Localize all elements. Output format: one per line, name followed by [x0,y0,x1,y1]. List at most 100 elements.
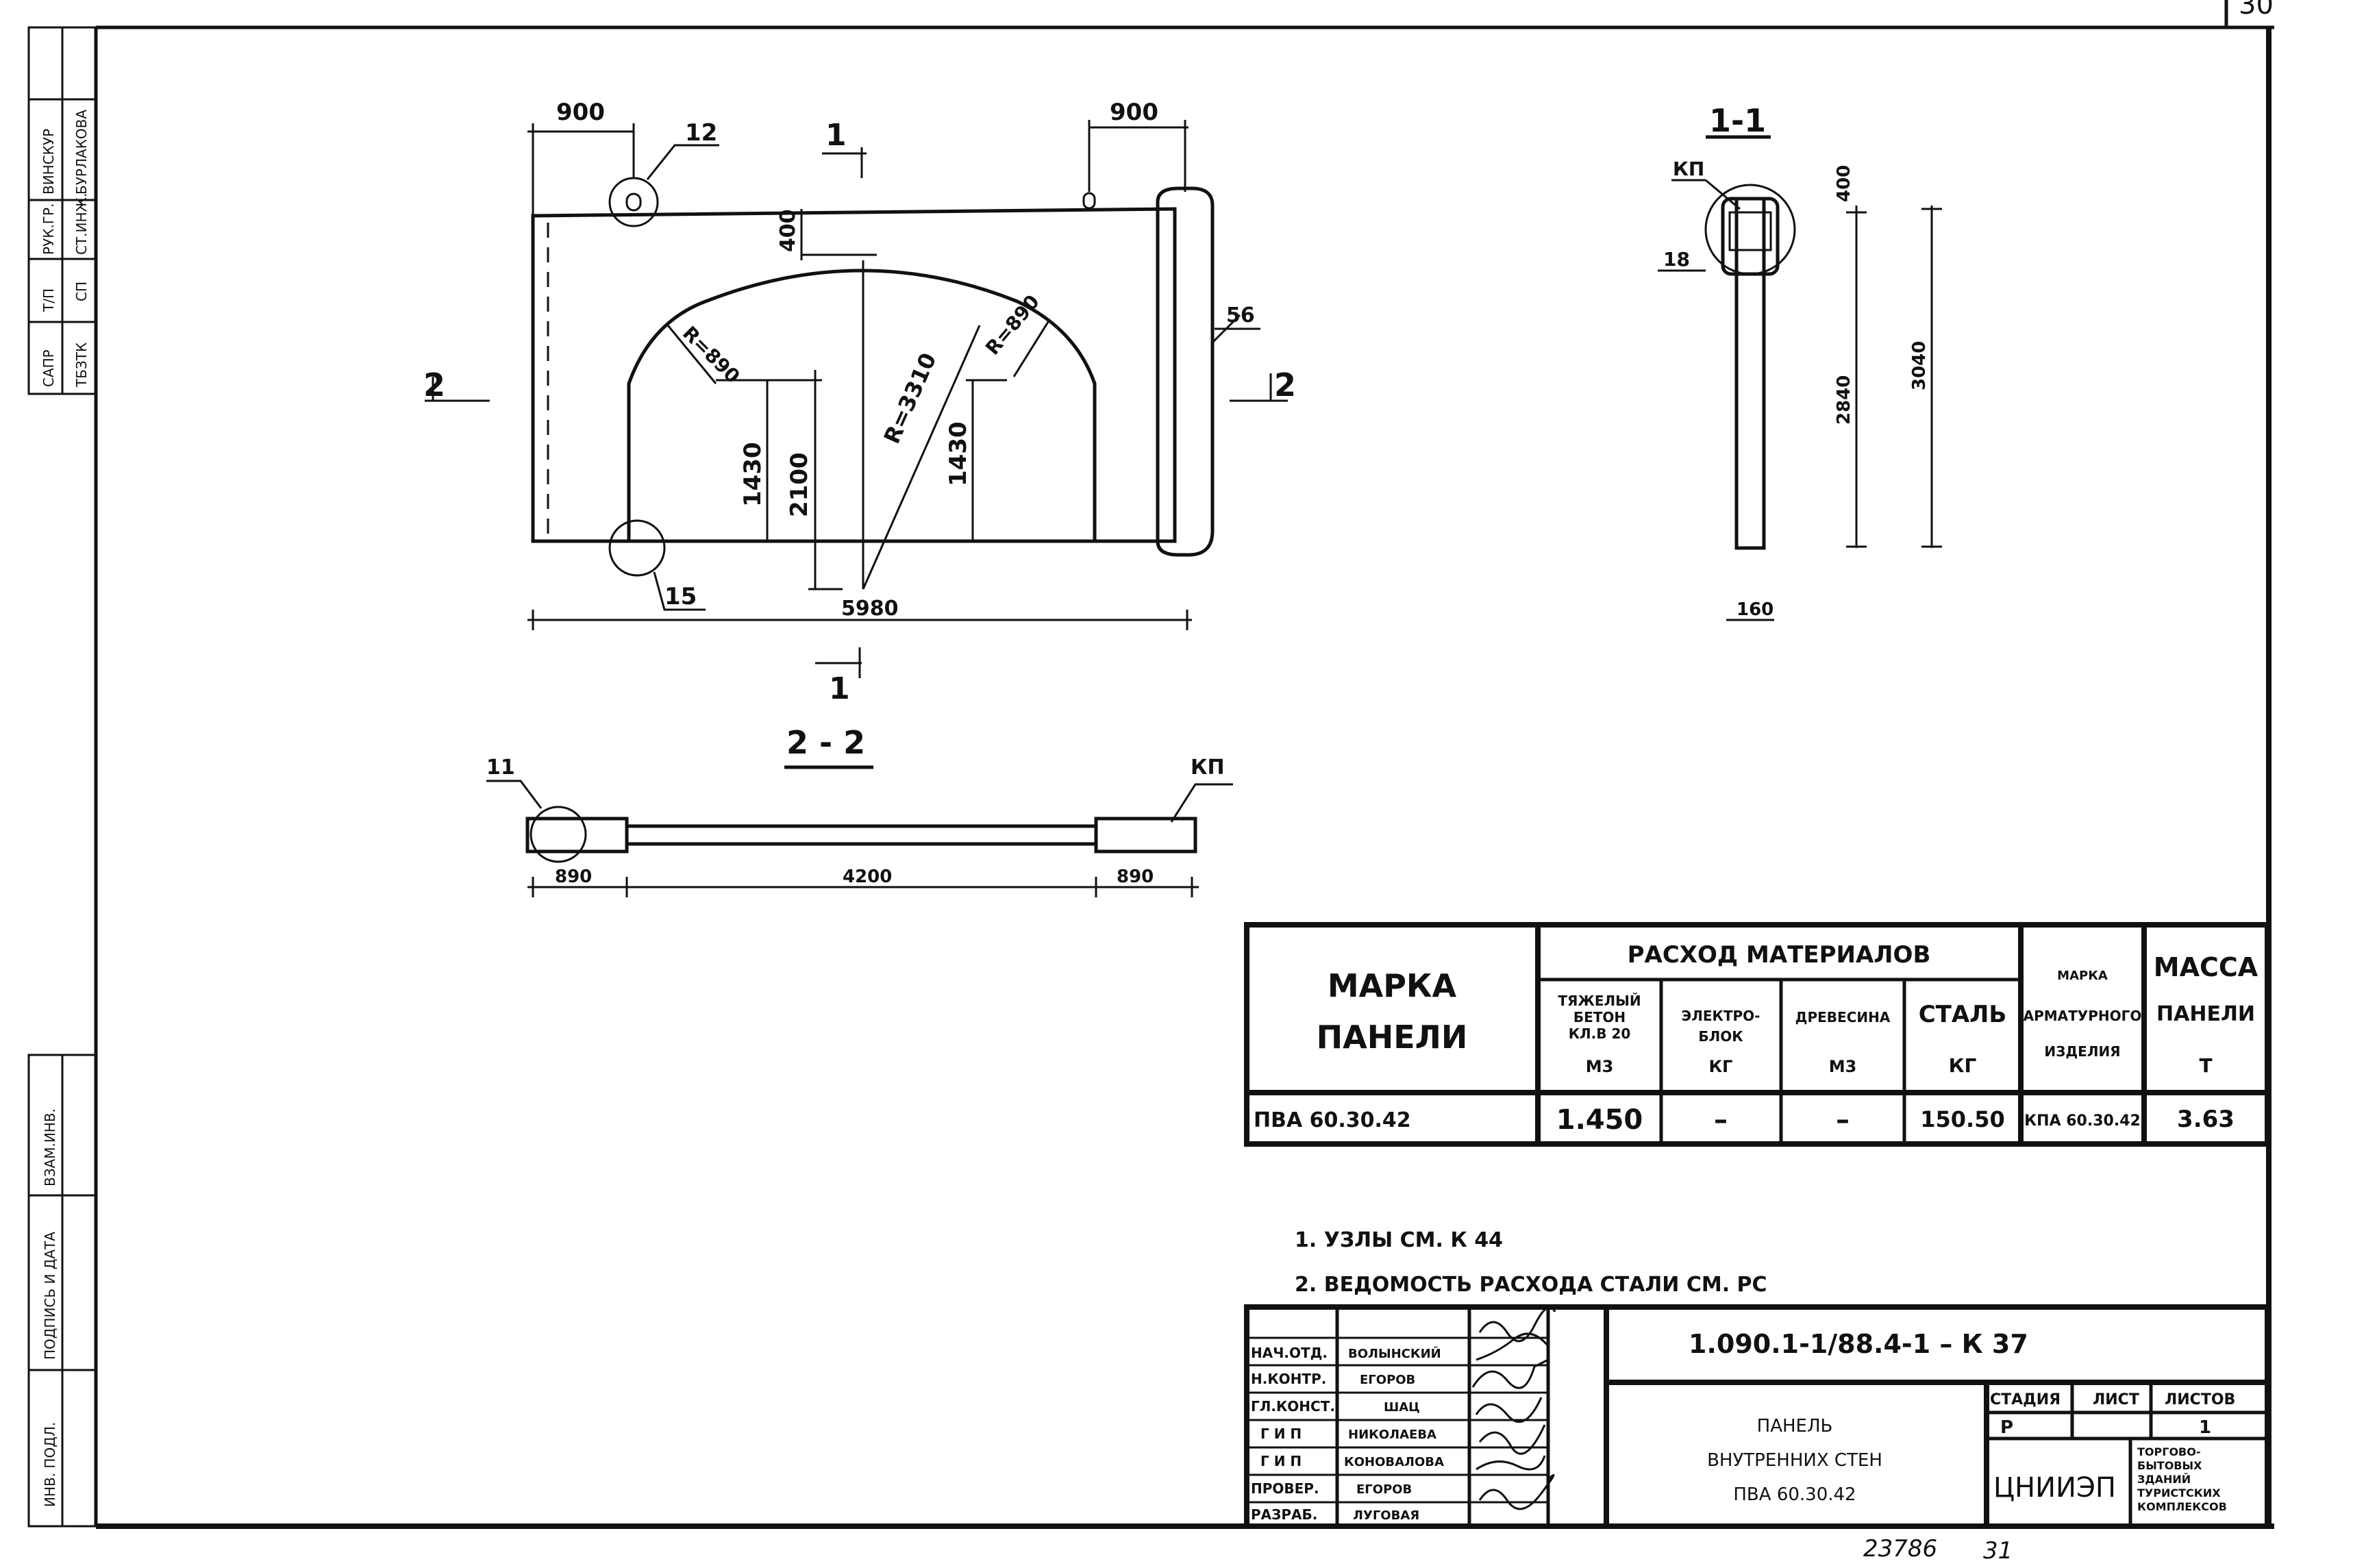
spec-rebar-l3: ИЗДЕЛИЯ [2044,1043,2120,1060]
spec-wood-l1: ДРЕВЕСИНА [1795,1009,1891,1025]
callout-12: 12 [685,119,717,147]
spec-table: МАРКА ПАНЕЛИ РАСХОД МАТЕРИАЛОВ ТЯЖЕЛЫЙ Б… [1244,922,2270,1147]
tb-project-4: КОМПЛЕКСОВ [2137,1500,2227,1513]
spec-group-title: РАСХОД МАТЕРИАЛОВ [1628,941,1931,969]
dim-top-left: 900 [556,99,605,126]
tb-role-1: Н.КОНТР. [1251,1371,1326,1387]
spec-row-steel: 150.50 [1920,1106,2004,1132]
section-1-1-dim-top: 400 [1834,165,1854,202]
dim-top-right: 900 [1110,99,1158,126]
panel-outline [531,207,1177,543]
dim-h-left: 1430 [739,442,767,507]
spec-rebar-l2: АРМАТУРНОГО [2024,1008,2142,1024]
spec-concrete-unit: М3 [1586,1057,1614,1076]
section-mark-left: 2 [423,366,445,403]
tb-project-2: ЗДАНИЙ [2137,1473,2191,1486]
handwritten-page: 31 [1983,1537,2013,1565]
tb-code: 1.090.1-1/88.4-1 – К 37 [1689,1329,2028,1359]
stamp-tbztk: ТБЗТК [73,343,90,388]
section-1-1: 1-1 КП 18 400 2840 3040 160 [1658,102,1942,621]
stamp-vzam-inv: ВЗАМ.ИНВ. [42,1108,58,1186]
tb-role-5: ПРОВЕР. [1251,1480,1319,1497]
section-2-2-dim-mid: 4200 [843,867,892,887]
loop-node-12 [608,177,659,227]
section-2-2-dim-right: 890 [1117,867,1154,887]
tb-role-3: Г И П [1260,1426,1302,1442]
panel-elevation: 900 900 12 400 1 R=890 R=890 R=3310 1430… [423,99,1296,706]
notes: 1. УЗЛЫ СМ. К 44 2. ВЕДОМОСТЬ РАСХОДА СТ… [1295,1228,1767,1297]
section-mark-top: 1 [825,118,847,153]
tb-project-3: ТУРИСТСКИХ [2137,1486,2221,1499]
dim-h-mid: 2100 [786,452,813,517]
section-2-2-title: 2 - 2 [786,724,865,761]
note-2: 2. ВЕДОМОСТЬ РАСХОДА СТАЛИ СМ. РС [1295,1273,1767,1297]
tb-sheets-label: ЛИСТОВ [2165,1391,2235,1408]
stamp-burlakova: БУРЛАКОВА [73,110,90,195]
spec-row-concrete: 1.450 [1556,1104,1643,1136]
title-block: НАЧ.ОТД. Н.КОНТР. ГЛ.КОНСТ. Г И П Г И П … [1244,1304,2270,1529]
spec-row-rebar: КПА 60.30.42 [2024,1112,2141,1130]
section-1-1-node: 18 [1663,248,1690,271]
spec-row-wood: – [1836,1104,1850,1136]
callout-15: 15 [664,583,697,610]
tb-name-2: ШАЦ [1384,1400,1420,1415]
stamp-vinskur: ВИНСКУР [40,129,57,195]
handwritten-inventory: 23786 [1863,1535,1937,1563]
tb-title-2: ПВА 60.30.42 [1733,1484,1856,1505]
stamp-rukgr: РУК.ГР. [40,203,57,255]
section-1-1-dim-total: 3040 [1909,341,1930,390]
tb-stage: Р [2000,1417,2013,1438]
section-2-2-kp: КП [1191,756,1225,780]
dim-h-right: 1430 [945,421,972,486]
tb-name-3: НИКОЛАЕВА [1348,1428,1436,1442]
spec-electroblock-l2: БЛОК [1698,1028,1743,1045]
dim-width: 5980 [841,597,899,621]
spec-col-mark-l2: ПАНЕЛИ [1317,1019,1468,1056]
right-edge-detail [1156,186,1215,557]
tb-role-2: ГЛ.КОНСТ. [1251,1398,1335,1415]
tb-name-6: ЛУГОВАЯ [1353,1508,1419,1523]
section-1-1-dim-mid: 2840 [1834,375,1854,425]
stamp-sp: СП [73,282,90,301]
spec-mass-l2: ПАНЕЛИ [2156,1002,2255,1026]
section-mark-right: 2 [1274,366,1296,403]
spec-col-mark-l1: МАРКА [1328,967,1457,1004]
tb-role-0: НАЧ.ОТД. [1251,1345,1328,1361]
spec-steel-l1: СТАЛЬ [1919,1001,2007,1028]
tb-name-0: ВОЛЫНСКИЙ [1348,1346,1441,1361]
dim-lintel: 400 [776,209,800,252]
tb-project-0: ТОРГОВО- [2137,1445,2200,1458]
note-1: 1. УЗЛЫ СМ. К 44 [1295,1228,1503,1252]
spec-steel-unit: КГ [1949,1054,1977,1077]
section-1-1-dim-width: 160 [1737,599,1774,620]
tb-name-1: ЕГОРОВ [1360,1373,1415,1387]
spec-wood-unit: М3 [1829,1057,1857,1076]
signatures [1471,1306,1556,1510]
left-stamp: САПР Т/П РУК.ГР. ВИНСКУР ТБЗТК СП СТ.ИНЖ… [27,26,97,1528]
spec-rebar-l1: МАРКА [2057,969,2108,983]
tb-title-0: ПАНЕЛЬ [1757,1416,1833,1436]
tb-sheet-label: ЛИСТ [2093,1391,2139,1408]
spec-row-electroblock: – [1714,1104,1728,1136]
spec-concrete-l2: БЕТОН [1573,1009,1626,1025]
spec-electroblock-unit: КГ [1709,1057,1733,1076]
section-2-2-dim-left: 890 [555,867,592,887]
tb-org: ЦНИИЭП [1993,1472,2116,1504]
callout-56: 56 [1226,303,1255,327]
section-1-1-kp: КП [1673,158,1704,180]
tb-project-1: БЫТОВЫХ [2137,1459,2202,1472]
spec-concrete-l1: ТЯЖЕЛЫЙ [1558,993,1641,1009]
tb-title-1: ВНУТРЕННИХ СТЕН [1707,1450,1882,1471]
tb-stage-label: СТАДИЯ [1990,1391,2061,1408]
spec-mass-unit: Т [2199,1054,2212,1077]
tb-name-5: ЕГОРОВ [1356,1482,1412,1497]
section-1-1-title: 1-1 [1709,102,1766,139]
tb-sheets: 1 [2199,1417,2211,1438]
spec-concrete-l3: КЛ.В 20 [1569,1025,1631,1042]
stamp-podpis: ПОДПИСЬ И ДАТА [42,1232,58,1360]
section-2-2: 2 - 2 11 КП 890 4200 890 [486,724,1233,897]
section-mark-bottom: 1 [829,671,850,706]
stamp-stinzh: СТ.ИНЖ. [73,193,90,255]
spec-electroblock-l1: ЭЛЕКТРО- [1682,1008,1760,1024]
